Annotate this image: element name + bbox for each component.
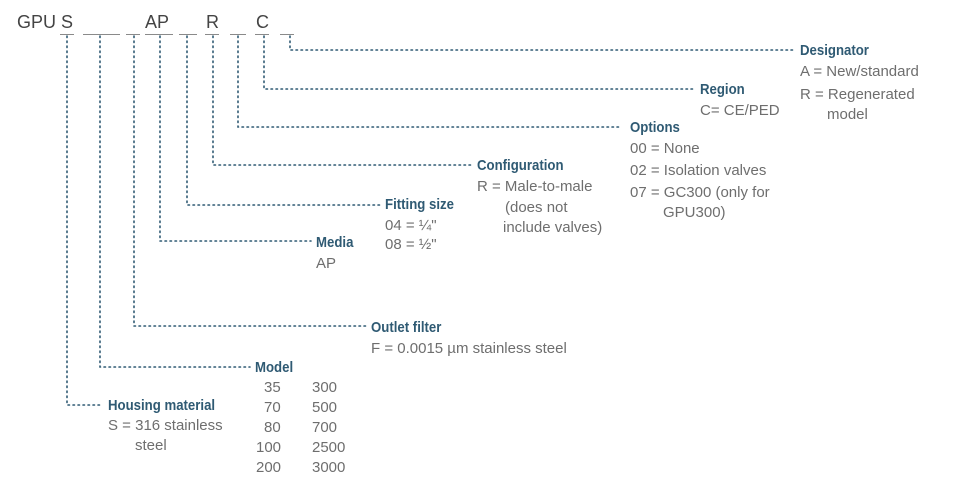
options-line: 07 = GC300 (only for	[630, 184, 770, 201]
slot-outlet-filter	[83, 34, 120, 35]
model-value: 700	[312, 419, 338, 436]
configuration-line: R = Male-to-male	[477, 178, 593, 195]
fitting-size-title: Fitting size	[385, 196, 454, 213]
designator-line: A = New/standard	[800, 63, 919, 80]
slot-configuration	[205, 34, 219, 35]
leader-media	[159, 35, 312, 242]
media-title: Media	[316, 234, 354, 251]
model-value: 2500	[312, 439, 346, 456]
options-line: 02 = Isolation valves	[630, 162, 767, 179]
fitting-size-line: 04 = ¼"	[385, 217, 437, 234]
outlet-filter-line: F = 0.0015 µm stainless steel	[371, 340, 567, 357]
leader-model	[99, 35, 251, 368]
model-value: 100	[256, 439, 282, 456]
fitting-size-line: 08 = ½"	[385, 236, 437, 253]
model-title: Model	[255, 359, 294, 376]
slot-fitting-size	[179, 34, 197, 35]
slot-designator	[280, 34, 294, 35]
housing-material-line: S = 316 stainless	[108, 417, 223, 434]
media-line: AP	[316, 255, 337, 272]
configuration-line: (does not	[505, 199, 568, 216]
model-value: 200	[256, 459, 282, 476]
leader-designator	[289, 35, 796, 51]
model-value: 500	[312, 399, 338, 416]
outlet-filter-title: Outlet filter	[371, 319, 442, 336]
code-housing: S	[61, 12, 74, 32]
model-value: 80	[264, 419, 281, 436]
designator-line: R = Regenerated	[800, 86, 915, 103]
slot-region	[255, 34, 269, 35]
slot-model	[126, 34, 140, 35]
leader-configuration	[212, 35, 473, 166]
designator-line: model	[827, 106, 868, 123]
designator-title: Designator	[800, 42, 869, 59]
slot-media	[145, 34, 173, 35]
model-value: 70	[264, 399, 281, 416]
region-line: C= CE/PED	[700, 102, 780, 119]
code-configuration: R	[206, 12, 219, 32]
leader-fitting-size	[186, 35, 381, 206]
configuration-title: Configuration	[477, 157, 564, 174]
housing-material-line: steel	[135, 437, 167, 454]
model-value: 35	[264, 379, 281, 396]
options-line: 00 = None	[630, 140, 700, 157]
leader-housing-material	[66, 35, 104, 406]
housing-material-title: Housing material	[108, 397, 216, 414]
model-value: 300	[312, 379, 338, 396]
leader-region	[263, 35, 696, 90]
options-title: Options	[630, 119, 680, 136]
code-prefix: GPU	[17, 12, 57, 32]
slot-options	[230, 34, 246, 35]
leader-outlet-filter	[133, 35, 367, 327]
model-value: 3000	[312, 459, 346, 476]
slot-housing	[60, 34, 74, 35]
code-media: AP	[145, 12, 170, 32]
code-region: C	[256, 12, 269, 32]
options-line: GPU300)	[663, 204, 726, 221]
leader-options	[237, 35, 623, 128]
configuration-line: include valves)	[503, 219, 603, 236]
region-title: Region	[700, 81, 745, 98]
